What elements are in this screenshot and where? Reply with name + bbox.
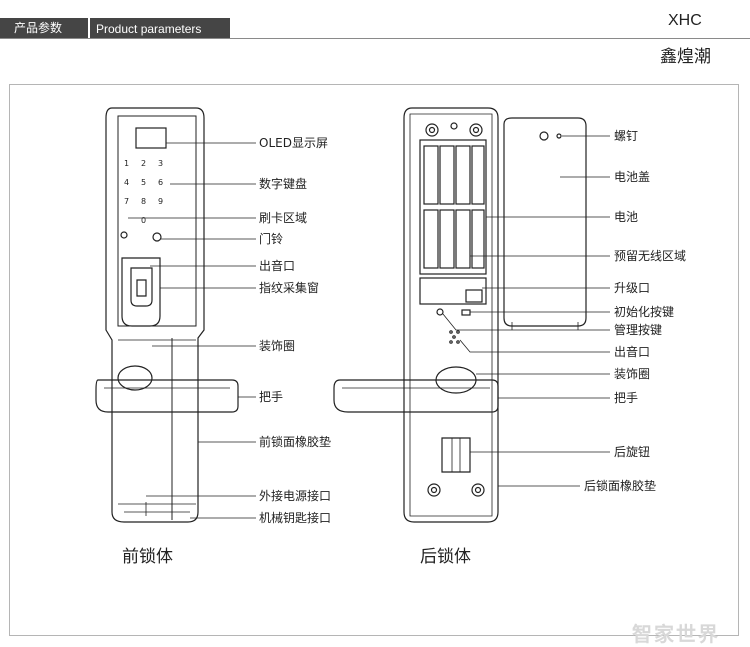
back-speaker-holes [449,330,460,344]
key-6: 6 [158,178,164,187]
label-mechanical-key: 机械钥匙接口 [259,511,332,525]
leader-lines [128,135,610,519]
label-upgrade-port: 升级口 [614,281,651,295]
label-rear-knob: 后旋钮 [614,445,651,459]
key-2: 2 [141,159,147,168]
front-lock-body [105,107,205,523]
key-8: 8 [141,197,147,206]
label-wireless-area: 预留无线区域 [614,249,687,263]
front-handle [95,379,239,413]
label-battery: 电池 [614,210,639,224]
key-9: 9 [158,197,164,206]
key-4: 4 [124,178,130,187]
oled-display [135,127,167,149]
label-front-speaker: 出音口 [259,259,296,273]
label-back-decor-ring: 装饰圈 [614,367,651,381]
doorbell-button [152,232,162,242]
label-keypad: 数字键盘 [259,177,308,191]
key-1: 1 [124,159,130,168]
label-back-rubber-pad: 后锁面橡胶垫 [584,479,657,493]
section-title-chinese: 产品参数 [14,21,63,35]
label-back-handle: 把手 [614,391,639,405]
brand-logo-latin: XHC [668,12,702,29]
key-0: 0 [141,216,147,225]
caption-front-lock: 前锁体 [122,547,173,567]
front-decor-ring [117,365,153,391]
battery-cover [503,117,587,330]
key-5: 5 [141,178,147,187]
watermark: 智家世界 [632,622,720,646]
card-area-circle [120,231,128,239]
label-front-decor-ring: 装饰圈 [259,339,296,353]
label-doorbell: 门铃 [259,232,284,246]
label-init-button: 初始化按键 [614,305,675,319]
battery-compartment [419,139,487,275]
section-header-bar: 产品参数 Product parameters [0,18,230,38]
header-rule [0,38,750,39]
caption-back-lock: 后锁体 [420,547,471,567]
label-admin-button: 管理按键 [614,323,663,337]
diagram-frame [9,84,739,636]
back-lock-body [403,107,499,523]
label-fingerprint-window: 指纹采集窗 [259,281,320,295]
label-external-power: 外接电源接口 [259,489,332,503]
wireless-area [419,277,487,305]
back-top-screws [425,122,483,137]
back-bottom-screws [427,483,485,497]
key-7: 7 [124,197,130,206]
init-and-admin-buttons [436,308,471,316]
fingerprint-window [121,257,161,327]
label-front-handle: 把手 [259,390,284,404]
rear-knob [441,437,471,473]
header-divider [88,18,90,38]
label-screw: 螺钉 [614,129,639,143]
label-oled-display: OLED显示屏 [259,136,328,150]
label-back-speaker: 出音口 [614,345,651,359]
section-title-english: Product parameters [96,22,202,36]
brand-logo-chinese: 鑫煌潮 [660,47,711,67]
label-front-rubber-pad: 前锁面橡胶垫 [259,435,332,449]
label-card-area: 刷卡区域 [259,211,308,225]
label-battery-cover: 电池盖 [614,170,651,184]
back-handle [333,379,499,413]
key-3: 3 [158,159,164,168]
